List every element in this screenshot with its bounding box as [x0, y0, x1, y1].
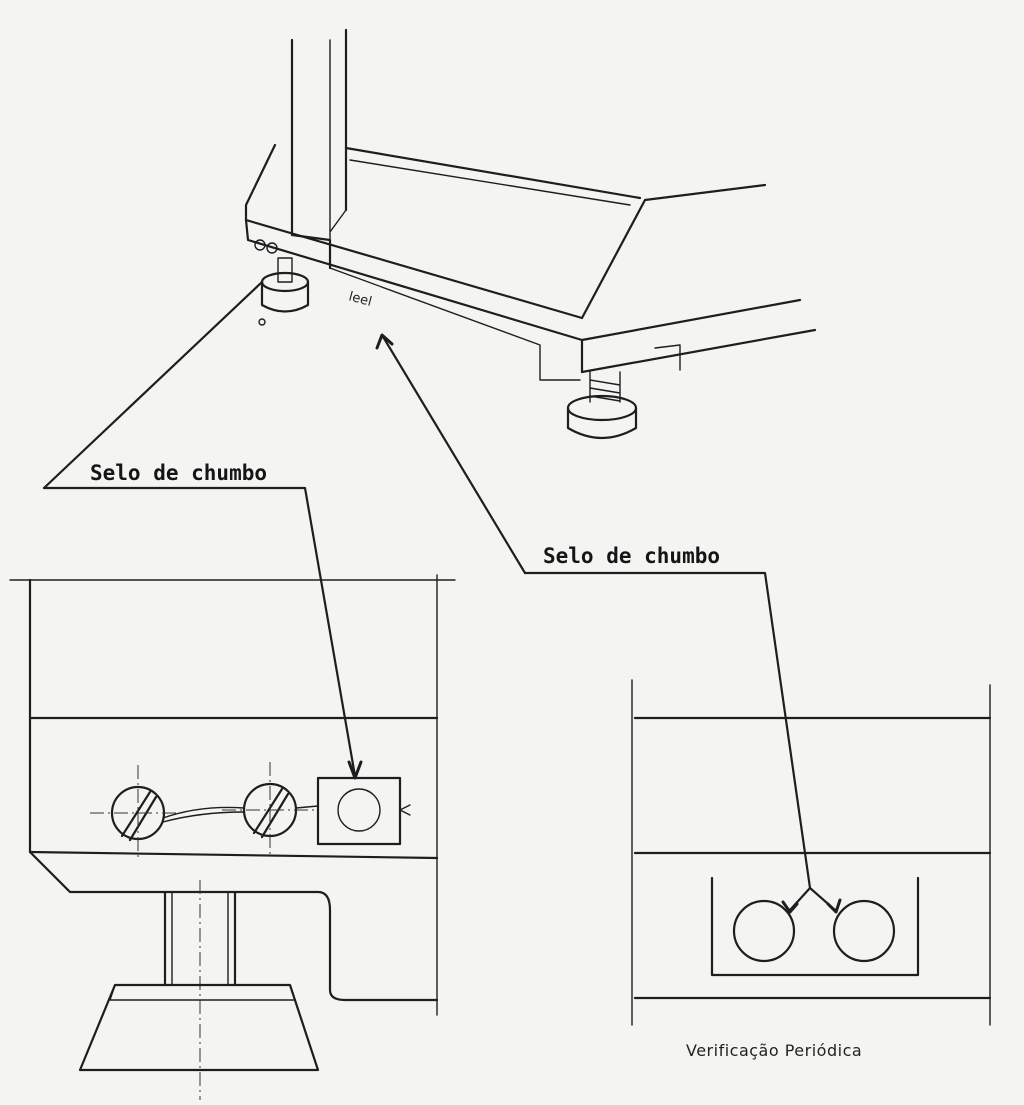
label-periodic-verification: Verificação Periódica	[686, 1041, 862, 1060]
platform-top-edge	[244, 143, 767, 320]
right-foot	[566, 371, 638, 439]
seal-wire	[162, 805, 319, 823]
scale-platform-perspective: leel	[244, 28, 817, 439]
lead-seal-box	[316, 776, 411, 846]
foot-detail	[78, 880, 320, 1100]
platform-side	[580, 298, 817, 374]
label-seal-right: Selo de chumbo	[543, 544, 720, 568]
seal-recess	[710, 876, 920, 977]
platform-front-face	[244, 218, 584, 374]
screw-1	[90, 765, 185, 860]
screw-2	[222, 762, 315, 858]
column-outline	[290, 28, 348, 270]
leader-right-to-front	[380, 333, 527, 575]
seal-circle-left	[732, 899, 796, 963]
detail-left	[9, 574, 456, 1100]
front-seal-mark: leel	[347, 289, 373, 310]
seal-circle-right	[832, 899, 896, 963]
leader-left-to-seal	[42, 486, 357, 778]
leader-right-to-seals	[523, 571, 812, 890]
label-seal-left: Selo de chumbo	[90, 461, 267, 485]
leader-left-to-foot	[42, 280, 264, 490]
detail-right	[631, 679, 992, 1026]
leader-lines	[42, 280, 842, 914]
